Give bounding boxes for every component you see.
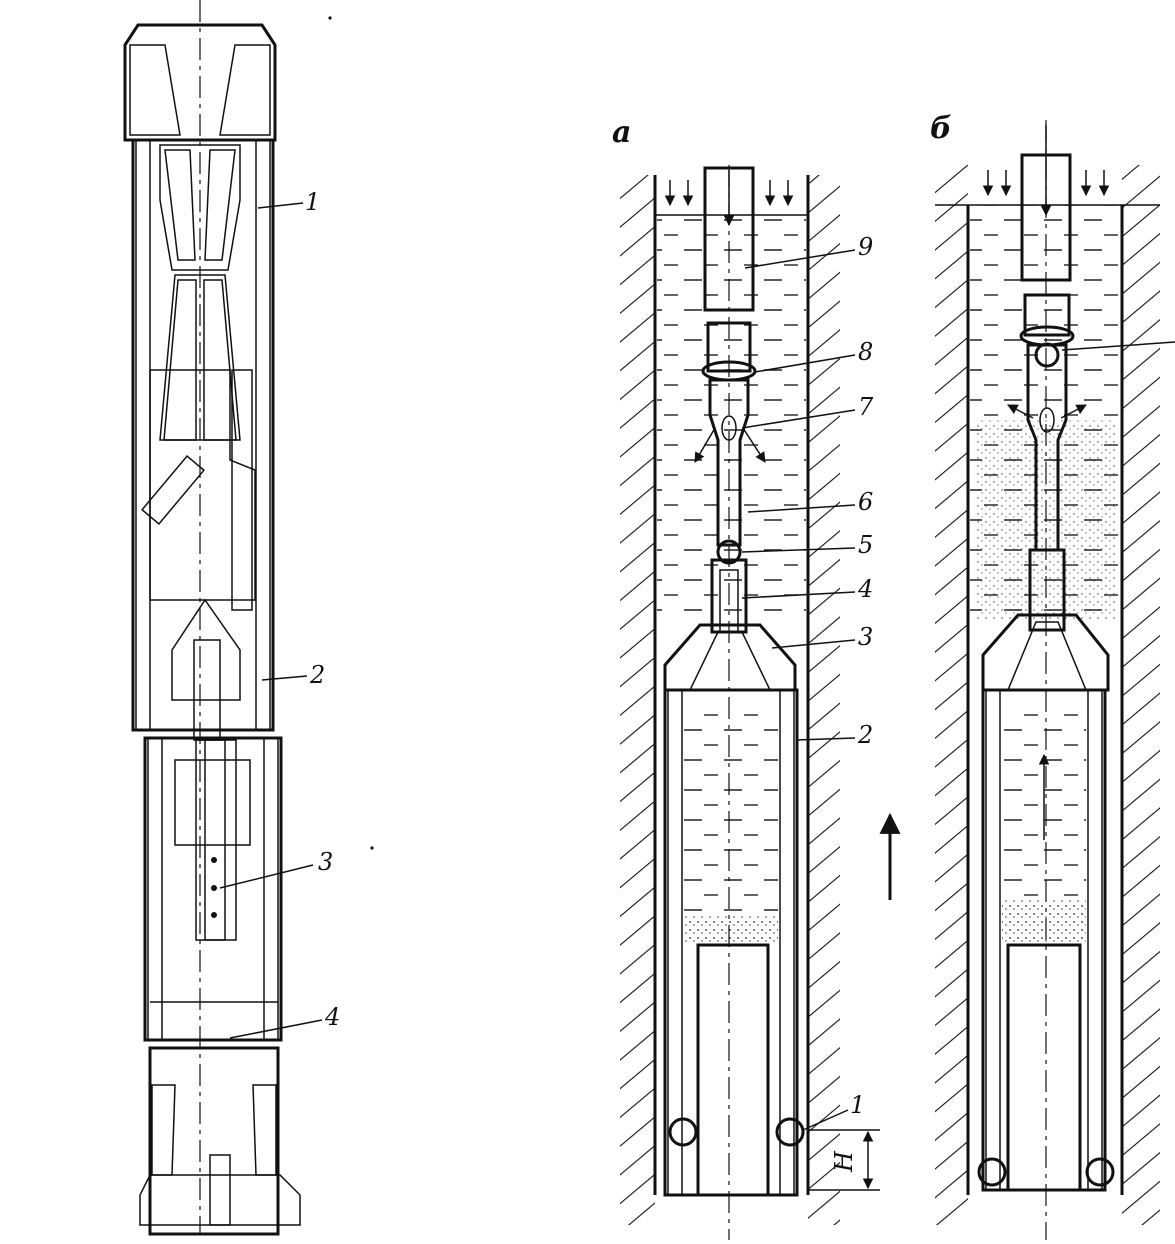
panel-b: б [930,111,1175,1240]
upper-sub [1023,293,1071,337]
cone-head [981,613,1110,692]
callout-label: 9 [858,233,873,261]
cone-inner [688,631,772,691]
barrel-wall-right [779,689,795,1196]
leader-8 [754,354,856,373]
borehole-wall-right [1122,165,1160,1225]
center-tube-bore [204,739,226,941]
cutter-left [668,1117,698,1147]
jet-arrow [1007,404,1034,419]
panel-b-label: б [930,111,952,146]
bottom-slot [209,1154,231,1226]
leader-2 [261,675,308,681]
rock-core [1006,943,1082,1192]
top-coupling-wall-left [129,44,181,136]
leader-4 [229,1019,323,1039]
nozzle-wall-left [164,149,196,261]
leader-7 [741,409,856,429]
callout-label: 4 [324,1003,340,1031]
leader-5 [741,547,856,553]
callout-label: 7 [858,393,874,421]
valve-seat [1028,548,1066,632]
top-coupling [123,23,277,142]
leader-2 [795,737,856,741]
middle-wall-right [263,737,279,1041]
callout-label: 8 [858,338,873,366]
top-coupling-wall-right [219,44,271,136]
diffuser [159,274,241,441]
leader-1 [257,202,304,209]
center-rod-upper [193,639,221,741]
leader-9 [744,249,856,269]
pump-body [708,378,750,547]
port-dot [211,885,217,891]
callout-label: 1 [305,188,320,216]
jet-arrow [1060,404,1087,419]
valve-block [149,369,256,601]
angled-passage [141,455,205,525]
middle-wall-left [147,737,163,1041]
barrel-wall-left [985,689,1001,1191]
callout-label: 4 [857,575,873,603]
upper-body [131,138,275,732]
port-dot [211,857,217,863]
callout-label: 2 [309,661,325,689]
jet-arrow [742,427,766,463]
cutter-right [775,1117,805,1147]
left-sectional-view: 1 2 3 4 [123,0,340,1236]
barrel-fluid [684,710,778,920]
callout-label: 5 [858,531,873,559]
cuttings [1002,900,1086,945]
leader-cut-off [1061,341,1175,351]
callout-label: 6 [858,488,873,516]
jet-arrow [694,427,716,463]
bottom-wall-left [151,1084,176,1176]
nozzle-housing [159,144,241,271]
stray-mark [328,16,332,20]
dimension-label: H [830,1150,858,1173]
upper-body-wall-right [255,139,271,731]
panel-a: а [612,115,901,1240]
bottom-section [148,1046,280,1236]
barrel-wall-left [667,689,683,1196]
bottom-bit [139,1174,301,1226]
cone-inner [1006,621,1088,691]
leader-3 [771,639,856,649]
leader-4 [741,591,856,599]
diffuser-wall-left [163,279,197,441]
leader-1 [802,1109,849,1131]
callout-label: 3 [318,848,333,876]
fluid-column [657,215,806,615]
callout-label: 1 [850,1091,865,1119]
lower-cone [171,598,241,701]
upper-body-wall-left [135,139,151,731]
panel-a-label: а [612,115,631,150]
borehole-wall-right [808,175,840,1225]
side-channel [231,369,253,611]
nozzle-wall-right [204,149,236,261]
stray-mark [370,846,374,850]
cone-head [663,623,797,692]
borehole-wall-left [935,165,968,1225]
leader-3 [219,864,314,889]
diffuser-wall-right [203,279,237,441]
center-tube [195,739,237,941]
cuttings [684,915,778,945]
middle-section [143,736,283,1042]
bottom-wall-right [252,1084,277,1176]
cutter-left [977,1157,1007,1187]
jet-nozzle [1039,407,1055,433]
rock-core [696,943,770,1197]
barrel-wall-right [1087,689,1103,1191]
port-dot [211,912,217,918]
cutter-right [1085,1157,1115,1187]
borehole-wall-left [620,175,655,1225]
callout-label: 2 [857,721,873,749]
callout-label: 3 [858,623,873,651]
leader-6 [747,504,856,513]
suspended-cuttings [975,420,1115,620]
middle-block [174,759,251,846]
